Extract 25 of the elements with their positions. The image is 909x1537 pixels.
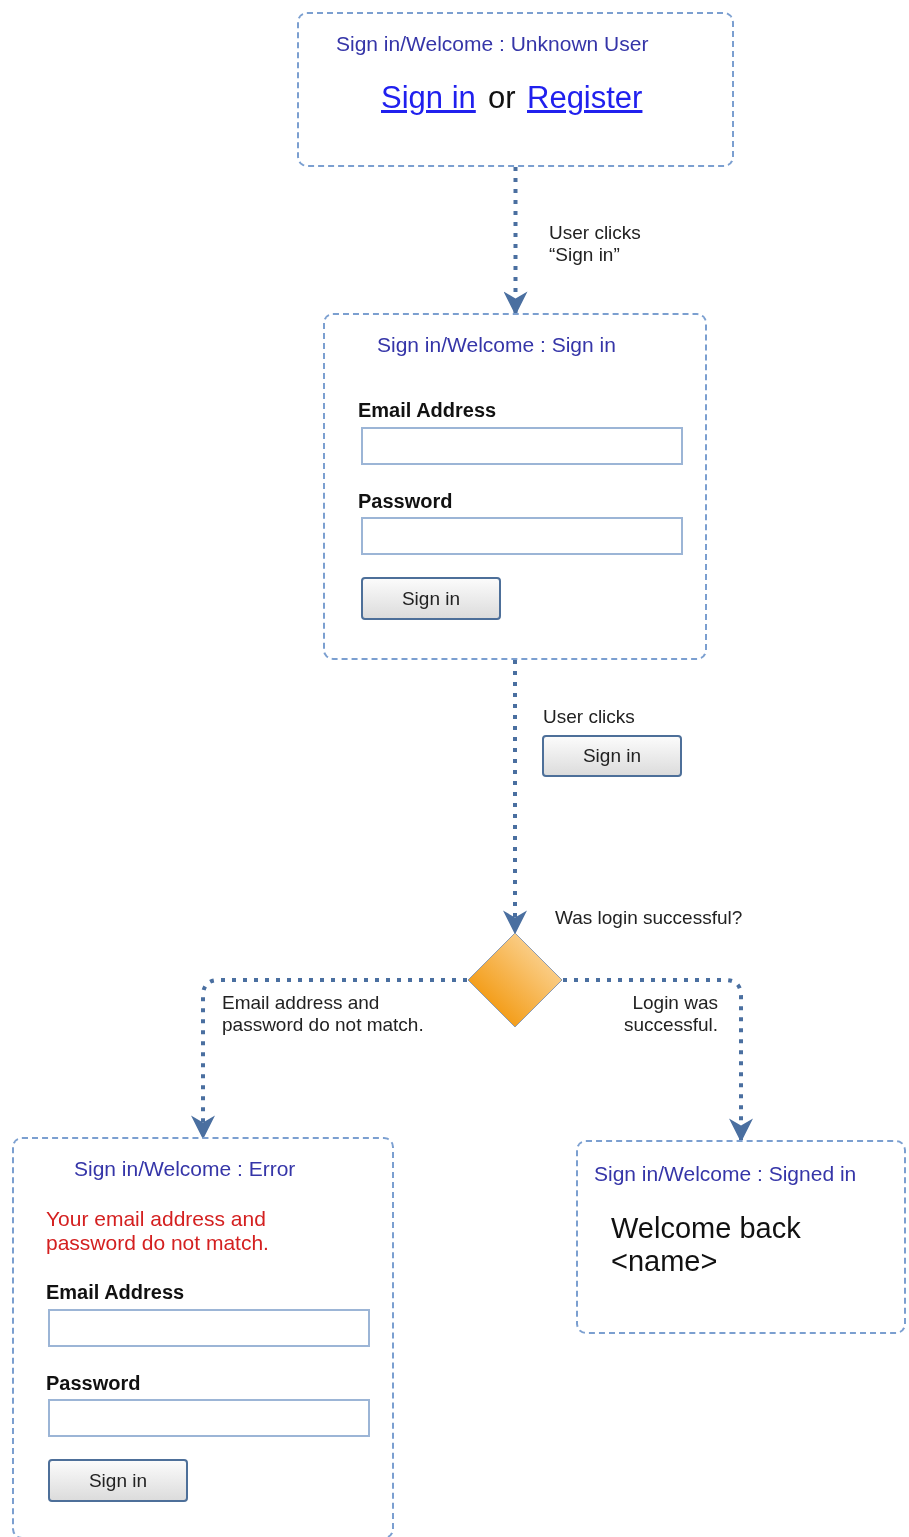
screen-title: Sign in/Welcome : Unknown User xyxy=(336,32,649,56)
screen-panel xyxy=(297,12,734,167)
error-message: Your email address and password do not match. xyxy=(46,1207,270,1255)
screen-panel xyxy=(576,1140,906,1334)
arrow xyxy=(503,660,527,935)
screen-title: Sign in/Welcome : Error xyxy=(74,1157,296,1181)
screen-panel xyxy=(323,313,707,660)
register-link: Register xyxy=(527,80,643,116)
arrow xyxy=(503,167,528,316)
field-label: Email Address xyxy=(358,399,497,422)
field-label: Password xyxy=(358,490,453,513)
screen-title: Sign in/Welcome : Sign in xyxy=(377,333,616,357)
decision-diamond xyxy=(467,932,563,1028)
welcome-message: Welcome back <name> xyxy=(611,1212,802,1278)
screen-panel xyxy=(12,1137,394,1537)
connector-text: or xyxy=(488,80,516,116)
screen-title: Sign in/Welcome : Signed in xyxy=(594,1162,857,1186)
arrow xyxy=(563,978,753,1143)
sign-in-button: Sign in xyxy=(48,1459,188,1502)
arrow xyxy=(191,978,467,1140)
field-label: Password xyxy=(46,1372,141,1395)
sign-in-button: Sign in xyxy=(542,735,682,777)
field-label: Email Address xyxy=(46,1281,185,1304)
sign-in-button: Sign in xyxy=(361,577,501,620)
sign-in-link: Sign in xyxy=(381,80,476,116)
